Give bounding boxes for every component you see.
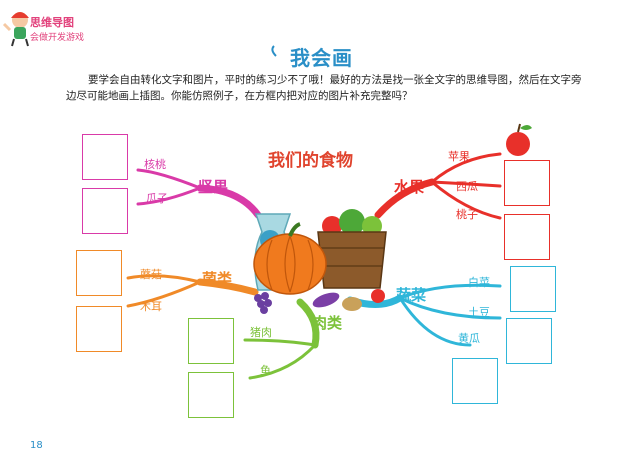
item-apple: 苹果 — [448, 150, 470, 163]
item-mushroom: 蘑菇 — [140, 268, 162, 281]
branch-nuts — [136, 168, 262, 219]
drawing-box-pork[interactable] — [188, 318, 234, 364]
potato-icon — [342, 297, 362, 311]
drawing-box-melon-seeds[interactable] — [82, 188, 128, 234]
drawing-box-wood-ear[interactable] — [76, 306, 122, 352]
drawing-box-peach[interactable] — [504, 214, 550, 260]
item-wood-ear: 木耳 — [140, 300, 162, 313]
branch-fungi — [126, 274, 259, 308]
child-mascot-icon — [2, 12, 29, 47]
instructions-paragraph: 要学会自由转化文字和图片，平时的练习少不了哦！最好的方法是找一张全文字的思维导图… — [66, 74, 582, 102]
branch-label-meat: 肉类 — [312, 314, 343, 332]
item-melon-seeds: 瓜子 — [146, 192, 168, 205]
branch-label-nuts: 坚果 — [198, 178, 229, 196]
drawing-box-walnut[interactable] — [82, 134, 128, 180]
basket-icon — [317, 209, 387, 289]
eggplant-icon — [312, 292, 340, 308]
branch-vegetables — [346, 283, 502, 347]
apple-icon — [506, 123, 532, 156]
item-pork: 猪肉 — [250, 326, 272, 339]
page-title: 我会画 — [290, 46, 353, 70]
series-subtitle: 会做开发游戏 — [30, 33, 85, 43]
grapes-icon — [254, 292, 272, 314]
branch-label-fruit: 水果 — [394, 178, 425, 196]
pumpkin-icon — [253, 222, 327, 295]
drawing-box-fish[interactable] — [188, 372, 234, 418]
drawing-box-mushroom[interactable] — [76, 250, 122, 296]
mind-map-title: 我们的食物 — [268, 151, 353, 171]
item-cucumber: 黄瓜 — [458, 332, 480, 345]
drawing-box-cabbage[interactable] — [510, 266, 556, 312]
page-number: 18 — [30, 440, 43, 451]
item-watermelon: 西瓜 — [456, 180, 478, 193]
item-peach: 桃子 — [456, 208, 478, 221]
pencil-icon — [271, 45, 277, 57]
item-fish: 鱼 — [260, 364, 271, 377]
tomato-icon — [371, 289, 385, 303]
branch-label-vegetables: 蔬菜 — [396, 286, 427, 304]
item-cabbage: 白菜 — [468, 276, 490, 289]
item-potato: 土豆 — [468, 306, 490, 319]
drawing-box-cucumber[interactable] — [452, 358, 498, 404]
series-title: 思维导图 — [30, 16, 74, 29]
item-walnut: 核桃 — [144, 158, 166, 171]
drawing-box-watermelon[interactable] — [504, 160, 550, 206]
branch-meat — [243, 298, 320, 380]
drawing-box-potato[interactable] — [506, 318, 552, 364]
branch-label-fungi: 菌类 — [202, 270, 233, 288]
branch-fruit — [374, 152, 502, 220]
